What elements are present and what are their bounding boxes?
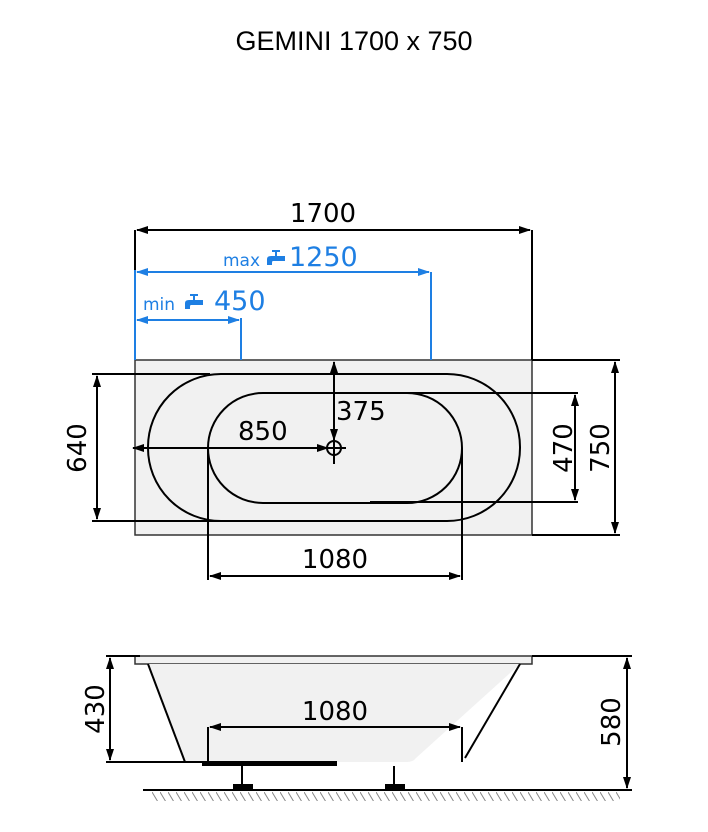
dim-depth: 430 — [81, 684, 111, 734]
faucet-max-label: max — [223, 251, 260, 271]
dim-total-height: 580 — [597, 697, 627, 747]
dim-drain-y: 375 — [336, 397, 386, 427]
drain-icon — [326, 440, 342, 456]
dim-rim-width: 640 — [63, 423, 93, 473]
page-title: GEMINI 1700 x 750 — [235, 26, 473, 56]
faucet-icon — [267, 250, 285, 265]
faucet-icon — [185, 294, 203, 309]
faucet-min-value: 450 — [214, 286, 266, 317]
dim-drain-x: 850 — [238, 417, 288, 447]
rim — [134, 655, 533, 665]
dim-bottom-length: 1080 — [302, 545, 368, 575]
side-view: 430 1080 580 — [81, 655, 632, 801]
dim-inner-width: 470 — [549, 423, 579, 473]
top-view: 1700 max 1250 min 450 640 470 — [63, 199, 620, 580]
faucet-min-label: min — [143, 295, 175, 315]
dim-length: 1700 — [290, 199, 356, 229]
faucet-max-value: 1250 — [289, 242, 358, 273]
dim-side-bottom-length: 1080 — [302, 697, 368, 727]
dim-width: 750 — [586, 423, 616, 473]
